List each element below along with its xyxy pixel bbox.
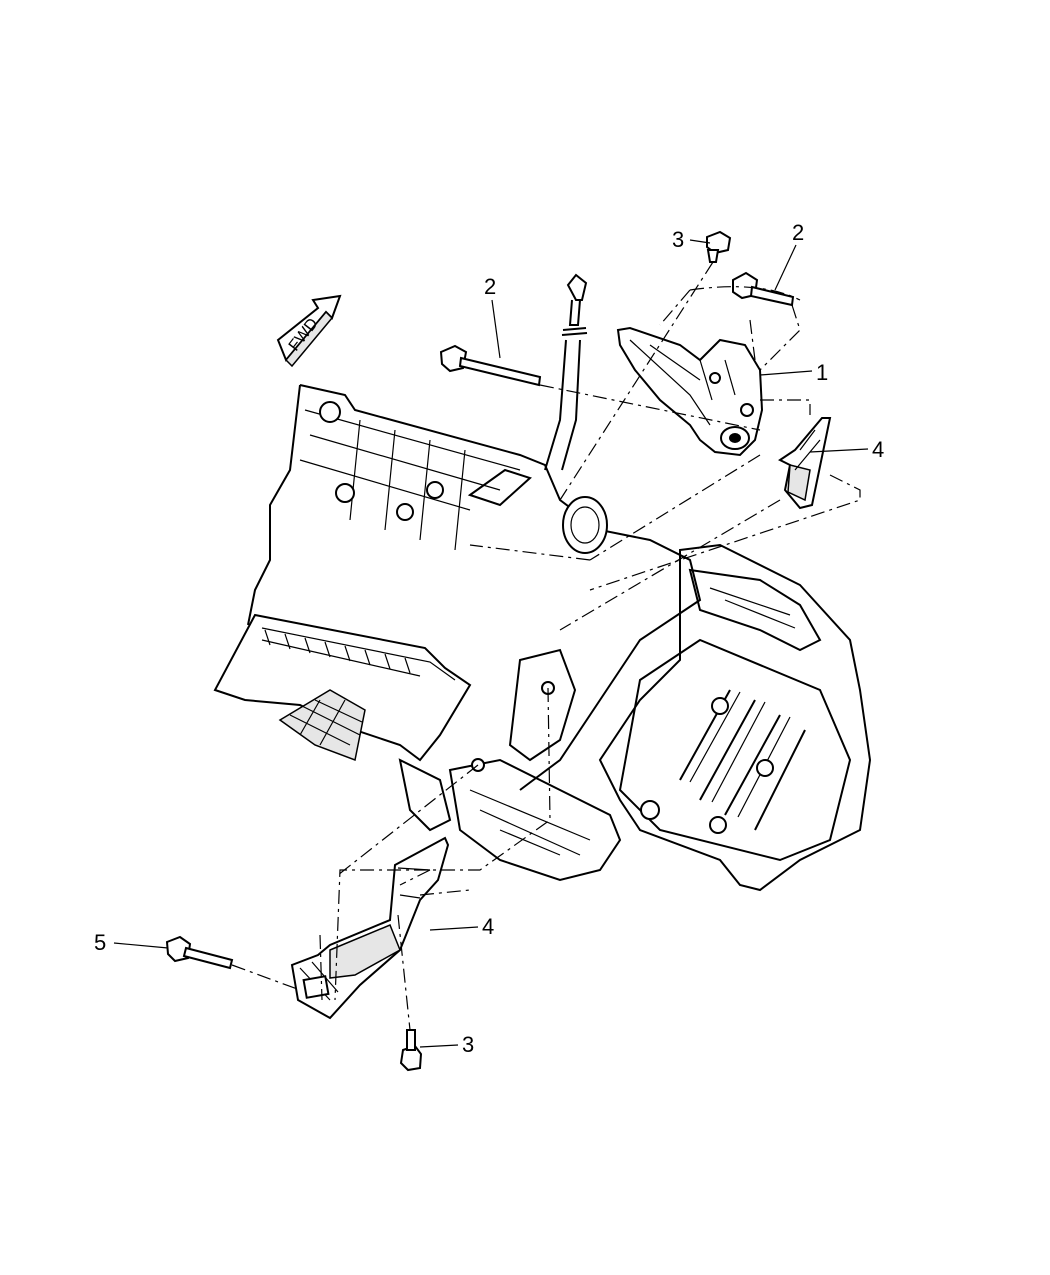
callout-1: 1 [816,360,828,385]
callout-3-lower: 3 [462,1032,474,1057]
part-2-bolt-center [439,344,542,387]
callout-labels: 1 2 2 3 3 4 4 5 [94,220,884,1057]
installation-guide-lines [231,261,861,1031]
callout-leaders [113,239,869,1048]
callout-5: 5 [94,930,106,955]
engine-transaxle-assembly [213,384,872,892]
forward-direction-arrow: FWD [276,294,342,368]
dipstick-tube [544,273,588,471]
part-2-bolt-upper-right [732,271,795,307]
part-3-bolt-lower [399,1029,423,1072]
callout-3-upper: 3 [672,227,684,252]
part-3-bolt-upper [706,230,732,263]
callout-4-lower: 4 [482,914,494,939]
part-1-mount-bracket [616,326,764,457]
part-4-heat-shield-lower [290,836,450,1020]
part-5-bolt [165,935,234,970]
part-4-heat-shield-upper [778,417,832,510]
callout-2-center: 2 [484,274,496,299]
callout-2-right: 2 [792,220,804,245]
callout-4-upper: 4 [872,437,884,462]
